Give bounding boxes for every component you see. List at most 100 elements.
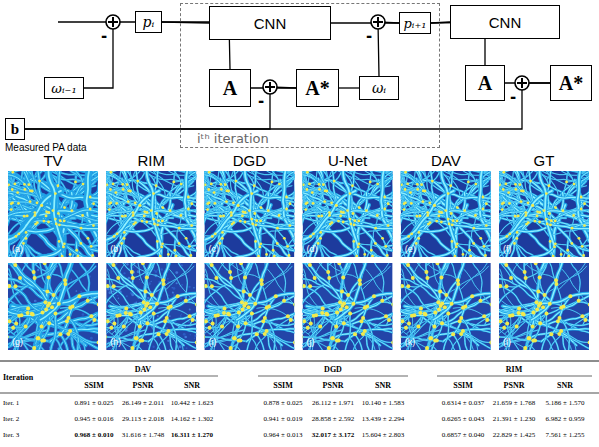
vessel-junction bbox=[328, 214, 331, 217]
vessel-core bbox=[154, 194, 197, 199]
vessel-junction bbox=[112, 183, 115, 186]
vessel-junction bbox=[225, 190, 228, 193]
vessel-junction bbox=[358, 242, 361, 245]
vessel-junction bbox=[190, 224, 193, 227]
vessel-junction bbox=[207, 188, 210, 191]
vessel-junction bbox=[230, 214, 233, 217]
vessel-core bbox=[478, 243, 491, 248]
vessel-junction bbox=[337, 220, 340, 223]
vessel-junction bbox=[440, 211, 443, 214]
vessel-junction bbox=[157, 219, 160, 222]
vessel-junction bbox=[123, 231, 126, 234]
vessel-junction bbox=[254, 224, 257, 227]
vessel-outer bbox=[147, 171, 162, 247]
vessel-outer bbox=[56, 224, 98, 231]
vessel-outer bbox=[252, 194, 295, 199]
vessel-junction bbox=[406, 183, 409, 186]
vessel-junction bbox=[328, 211, 331, 214]
vessel-junction bbox=[188, 245, 191, 248]
vessel-junction bbox=[251, 222, 254, 225]
vessel-core bbox=[303, 212, 342, 257]
vessel-junction bbox=[114, 191, 117, 194]
vessel-junction bbox=[308, 183, 311, 186]
vessel-junction bbox=[15, 235, 18, 238]
vessel-junction bbox=[463, 209, 466, 212]
vessel-junction bbox=[180, 183, 183, 186]
vessel-junction bbox=[156, 224, 159, 227]
vessel-junction bbox=[485, 202, 488, 205]
vessel-junction bbox=[305, 188, 308, 191]
vessel-halo bbox=[56, 224, 98, 231]
vessel-junction bbox=[51, 209, 54, 212]
vessel-junction bbox=[311, 191, 314, 194]
vessel-junction bbox=[376, 183, 379, 186]
vessel-junction bbox=[357, 220, 360, 223]
vessel-junction bbox=[123, 237, 126, 240]
vessel-junction bbox=[106, 183, 108, 186]
vessel-outer bbox=[419, 247, 457, 257]
vessel-junction bbox=[253, 212, 256, 215]
vessel-junction bbox=[174, 249, 177, 252]
vessel-outer bbox=[113, 171, 193, 172]
vessel-junction bbox=[146, 211, 149, 214]
vessel-outer bbox=[320, 247, 358, 257]
vessel-core bbox=[408, 171, 488, 172]
vessel-core bbox=[255, 171, 277, 178]
vessel-junction bbox=[116, 232, 119, 235]
vessel-junction bbox=[69, 253, 72, 256]
vessel-junction bbox=[122, 188, 125, 191]
vessel-junction bbox=[55, 222, 58, 225]
vessel-junction bbox=[306, 201, 309, 204]
vessel-outer bbox=[154, 194, 197, 199]
vessel-junction bbox=[386, 254, 389, 257]
vessel-junction bbox=[376, 214, 379, 217]
vessel-junction bbox=[70, 209, 73, 212]
vessel-junction bbox=[25, 237, 28, 240]
vessel-junction bbox=[161, 220, 164, 223]
vessel-outer bbox=[204, 193, 214, 205]
vessel-core bbox=[401, 212, 440, 257]
vessel-core bbox=[124, 247, 162, 257]
image-panel bbox=[106, 171, 196, 257]
vessel-core bbox=[355, 210, 393, 222]
vessel-core bbox=[452, 241, 491, 257]
vessel-junction bbox=[33, 214, 36, 217]
vessel-core bbox=[310, 171, 390, 172]
vessel-core bbox=[252, 194, 295, 199]
vessel-outer bbox=[64, 171, 84, 184]
vessel-junction bbox=[304, 208, 307, 211]
vessel-junction bbox=[317, 215, 320, 218]
vessel-junction bbox=[355, 255, 358, 257]
vessel-outer bbox=[401, 171, 404, 191]
vessel-outer bbox=[303, 171, 306, 191]
vessel-junction bbox=[132, 211, 135, 214]
vessel-junction bbox=[244, 221, 247, 224]
vessel-junction bbox=[353, 219, 356, 222]
vessel-junction bbox=[79, 242, 82, 245]
vessel-core bbox=[204, 171, 207, 191]
vessel-junction bbox=[250, 218, 253, 221]
vessel-junction bbox=[351, 184, 354, 187]
vessel-outer bbox=[245, 171, 260, 247]
image-panel bbox=[204, 171, 294, 257]
vessel-core bbox=[157, 241, 196, 257]
vessel-core bbox=[380, 243, 393, 248]
vessel-halo bbox=[64, 171, 84, 184]
vessel-junction bbox=[312, 232, 315, 235]
vessel-junction bbox=[63, 242, 66, 245]
vessel-core bbox=[320, 247, 358, 257]
vessel-outer bbox=[124, 247, 162, 257]
vessel-outer bbox=[452, 171, 474, 178]
vessel-core bbox=[350, 194, 393, 199]
vessel-core bbox=[147, 171, 162, 247]
vessel-outer bbox=[385, 183, 393, 197]
vessel-junction bbox=[358, 206, 361, 209]
vessel-junction bbox=[416, 188, 419, 191]
vessel-junction bbox=[23, 215, 26, 218]
vessel-junction bbox=[259, 220, 262, 223]
vessel-junction bbox=[89, 196, 92, 199]
vessel-junction bbox=[208, 171, 211, 174]
vessel-junction bbox=[57, 212, 60, 215]
vessel-junction bbox=[384, 245, 387, 248]
vessel-outer bbox=[303, 171, 330, 178]
